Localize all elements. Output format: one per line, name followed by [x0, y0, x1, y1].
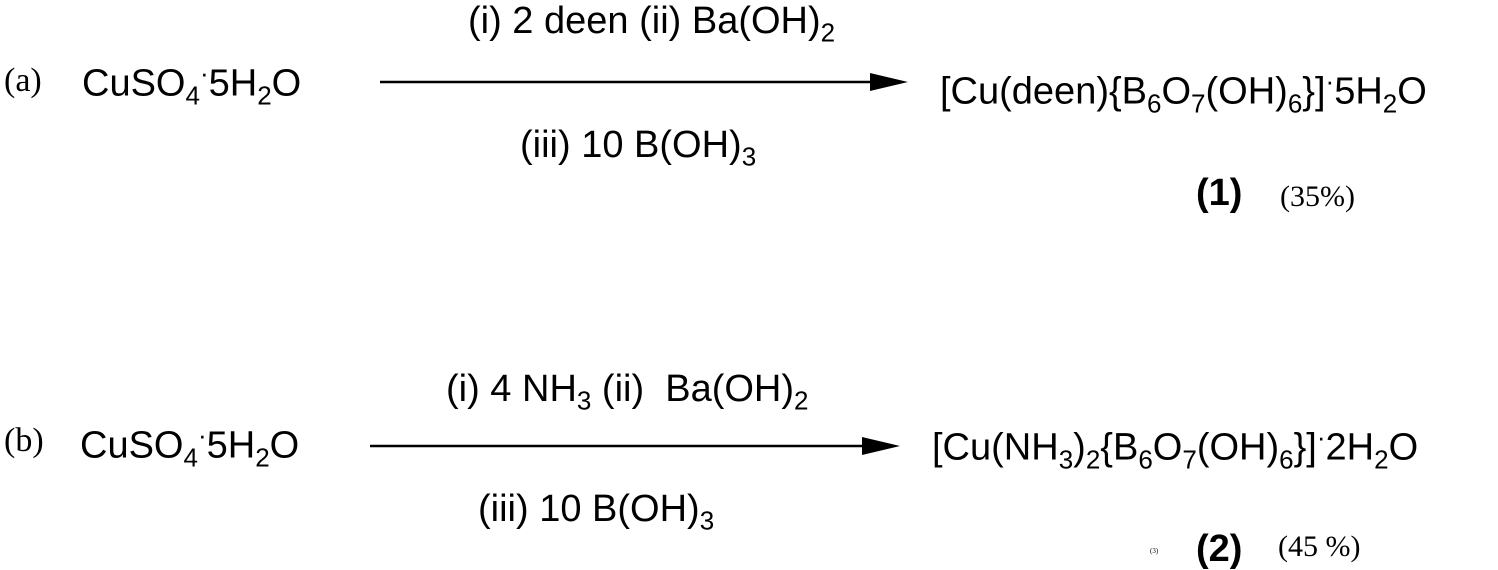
arrow-head: [862, 437, 900, 455]
reactant-formula-part: 5H: [208, 62, 258, 105]
compound-number: 1: [1208, 172, 1230, 214]
hydrate-dot: ·: [199, 58, 209, 88]
reaction-b-label: (b): [4, 422, 44, 459]
subscript: 2: [820, 17, 836, 48]
product-formula-part: O: [1397, 70, 1427, 113]
subscript: 2: [1374, 444, 1389, 475]
product-formula-part: [Cu(deen){B: [940, 70, 1148, 113]
subscript: 3: [741, 141, 757, 172]
subscript: 2: [255, 442, 270, 473]
hydrate-dot: ·: [197, 420, 207, 450]
product-formula-part: (OH): [1205, 70, 1288, 113]
compound-2-label: (2): [1196, 528, 1243, 570]
subscript: 3: [699, 505, 715, 536]
hydrate-dot: ·: [1316, 422, 1326, 452]
product-formula-part: 2H: [1325, 426, 1375, 469]
subscript: 6: [1147, 88, 1162, 119]
stray-mark: (3): [1150, 547, 1159, 555]
product-formula-part: 5H: [1334, 70, 1383, 113]
subscript: 6: [1138, 444, 1153, 475]
subscript: 7: [1191, 88, 1206, 119]
product-formula-part: [Cu(NH: [932, 426, 1059, 469]
reaction-b-arrow: [370, 437, 900, 455]
reaction-a-conditions-bottom: (iii) 10 B(OH)3: [520, 126, 756, 170]
reaction-b-conditions-top: (i) 4 NH3 (ii) Ba(OH)2: [446, 370, 808, 414]
product-formula-part: }]: [1302, 70, 1326, 113]
reactant-formula-part: CuSO: [80, 424, 184, 467]
subscript: 2: [1085, 444, 1101, 475]
condition-text: (ii) Ba(OH): [591, 368, 795, 410]
product-formula-part: O: [1388, 426, 1419, 469]
subscript: 4: [183, 442, 198, 473]
reaction-a-conditions-top: (i) 2 deen (ii) Ba(OH)2: [468, 2, 835, 46]
reaction-a-arrow: [380, 73, 908, 91]
subscript: 4: [185, 80, 200, 111]
hydrate-dot: ·: [1325, 66, 1335, 96]
condition-text: (i) 2 deen (ii) Ba(OH): [468, 0, 821, 42]
arrow-head: [870, 73, 908, 91]
reactant-formula-part: 5H: [206, 424, 256, 467]
subscript: 2: [794, 385, 809, 416]
subscript: 6: [1279, 444, 1294, 475]
compound-1-label: (1): [1196, 172, 1243, 214]
product-formula-part: (OH): [1196, 426, 1280, 469]
product-formula-part: O: [1152, 426, 1183, 469]
reactant-formula-part: CuSO: [82, 62, 186, 105]
reaction-a-yield: (35%): [1280, 180, 1355, 213]
reaction-a-product: [Cu(deen){B6O7(OH)6}]·5H2O: [940, 68, 1427, 116]
reactant-formula-part: O: [271, 62, 302, 105]
product-formula-part: O: [1161, 70, 1192, 113]
reaction-b-product: [Cu(NH3)2{B6O7(OH)6}]·2H2O: [932, 424, 1418, 472]
product-formula-part: ): [1073, 426, 1086, 469]
reaction-a-label: (a): [4, 62, 42, 99]
reaction-b-conditions-bottom: (iii) 10 B(OH)3: [478, 490, 714, 534]
compound-number: 2: [1208, 528, 1230, 570]
reaction-b-yield: (45 %): [1278, 530, 1361, 563]
reaction-b-reactant: CuSO4·5H2O: [80, 422, 299, 470]
reactant-formula-part: O: [269, 424, 300, 467]
subscript: 2: [257, 80, 272, 111]
subscript: 3: [1058, 444, 1074, 475]
product-formula-part: {B: [1100, 426, 1139, 469]
subscript: 6: [1287, 88, 1303, 119]
subscript: 3: [576, 385, 592, 416]
subscript: 7: [1182, 444, 1197, 475]
reaction-a-reactant: CuSO4·5H2O: [82, 60, 301, 108]
condition-text: (i) 4 NH: [446, 368, 577, 410]
condition-text: (iii) 10 B(OH): [478, 488, 700, 530]
subscript: 2: [1382, 88, 1398, 119]
product-formula-part: }]: [1293, 426, 1317, 469]
condition-text: (iii) 10 B(OH): [520, 124, 742, 166]
